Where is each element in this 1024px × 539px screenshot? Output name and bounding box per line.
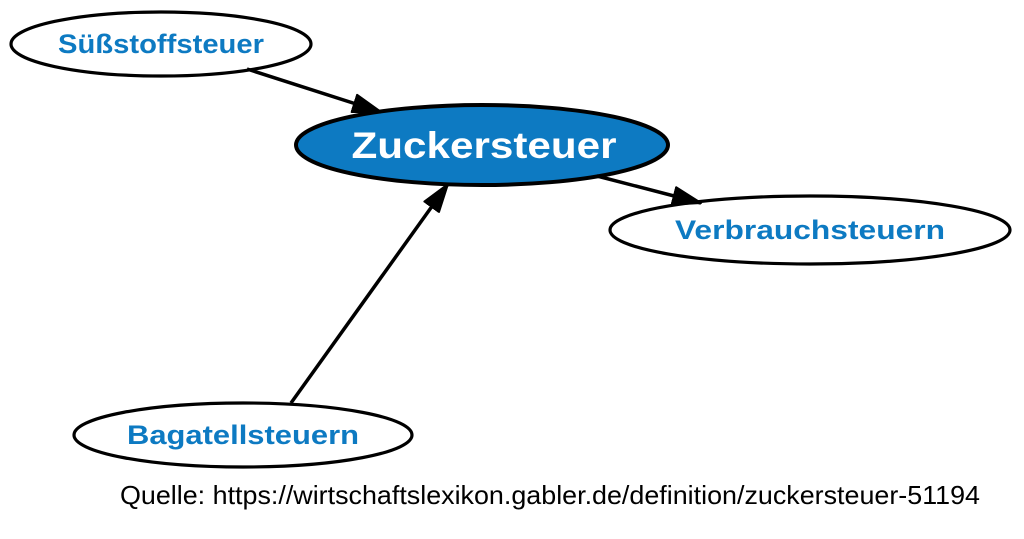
node-verbrauchsteuern-ellipse [608, 194, 1012, 266]
node-bagatellsteuern-ellipse [72, 401, 414, 469]
node-zuckersteuer-ellipse [294, 103, 670, 187]
node-suessstoffsteuer: Süßstoffsteuer [9, 10, 313, 78]
node-verbrauchsteuern: Verbrauchsteuern [608, 194, 1012, 266]
node-zuckersteuer-label: Zuckersteuer [352, 125, 617, 166]
node-zuckersteuer: Zuckersteuer [294, 103, 670, 187]
source-citation: Quelle: https://wirtschaftslexikon.gable… [120, 480, 980, 510]
node-bagatellsteuern-label: Bagatellsteuern [127, 420, 359, 450]
node-verbrauchsteuern-label: Verbrauchsteuern [675, 215, 945, 245]
node-suessstoffsteuer-label: Süßstoffsteuer [58, 29, 265, 59]
node-bagatellsteuern: Bagatellsteuern [72, 401, 414, 469]
edge-suessstoffsteuer-to-zuckersteuer [246, 67, 382, 114]
edge-zuckersteuer-to-verbrauchsteuern [596, 174, 702, 206]
edge-layer [246, 67, 702, 405]
node-suessstoffsteuer-ellipse [9, 10, 313, 78]
edge-bagatellsteuern-to-zuckersteuer [289, 182, 450, 405]
